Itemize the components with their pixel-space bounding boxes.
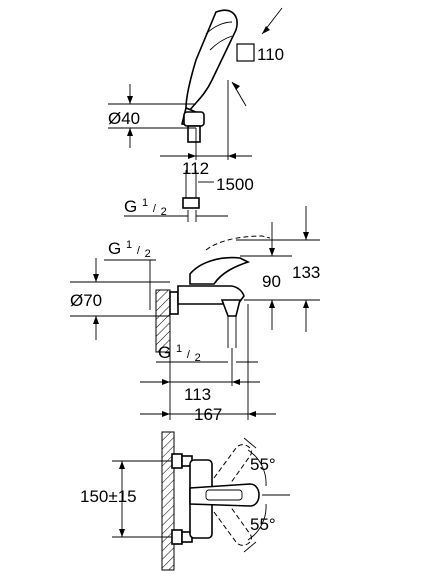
hose-view: 1500 G 1 / 2 — [124, 170, 254, 222]
connection-bottom — [171, 529, 183, 545]
handshower-offset-label: 112 — [182, 159, 209, 178]
handshower-view: 110 Ø40 112 — [108, 7, 284, 178]
centres-label: 150±15 — [80, 487, 137, 506]
lever-angle-down-label: 55° — [250, 515, 276, 534]
height-total-label: 133 — [292, 263, 320, 282]
inlet-thread-label: G 1 / 2 — [108, 233, 151, 260]
hose-nut — [182, 197, 200, 209]
head-size-label: 110 — [257, 45, 284, 64]
square-symbol-icon — [236, 43, 255, 62]
flange — [169, 291, 179, 315]
mixer-spout — [220, 299, 242, 317]
wall-front — [161, 431, 175, 571]
projection-total-label: 167 — [194, 405, 222, 424]
hose-length-label: 1500 — [216, 175, 254, 194]
handshower-holder — [183, 111, 205, 127]
connection-top — [171, 453, 183, 469]
mixer-lever — [189, 256, 251, 285]
mixer-front-view: 55° 55° 150±15 — [80, 431, 290, 571]
hose-thread-label: G 1 / 2 — [124, 191, 167, 218]
handshower-head — [185, 9, 238, 112]
flange-diameter-label: Ø70 — [70, 291, 102, 310]
height-outlet-label: 90 — [262, 272, 281, 291]
projection-outlet-label: 113 — [184, 385, 211, 404]
mixer-handle-front — [189, 483, 260, 507]
wall-section — [155, 289, 171, 353]
mixer-side-view: G 1 / 2 Ø70 90 133 G 1 / — [70, 206, 320, 424]
lever-angle-up-label: 55° — [250, 455, 276, 474]
handshower-diameter-label: Ø40 — [108, 109, 140, 128]
outlet-thread-label: G 1 / 2 — [158, 337, 201, 364]
